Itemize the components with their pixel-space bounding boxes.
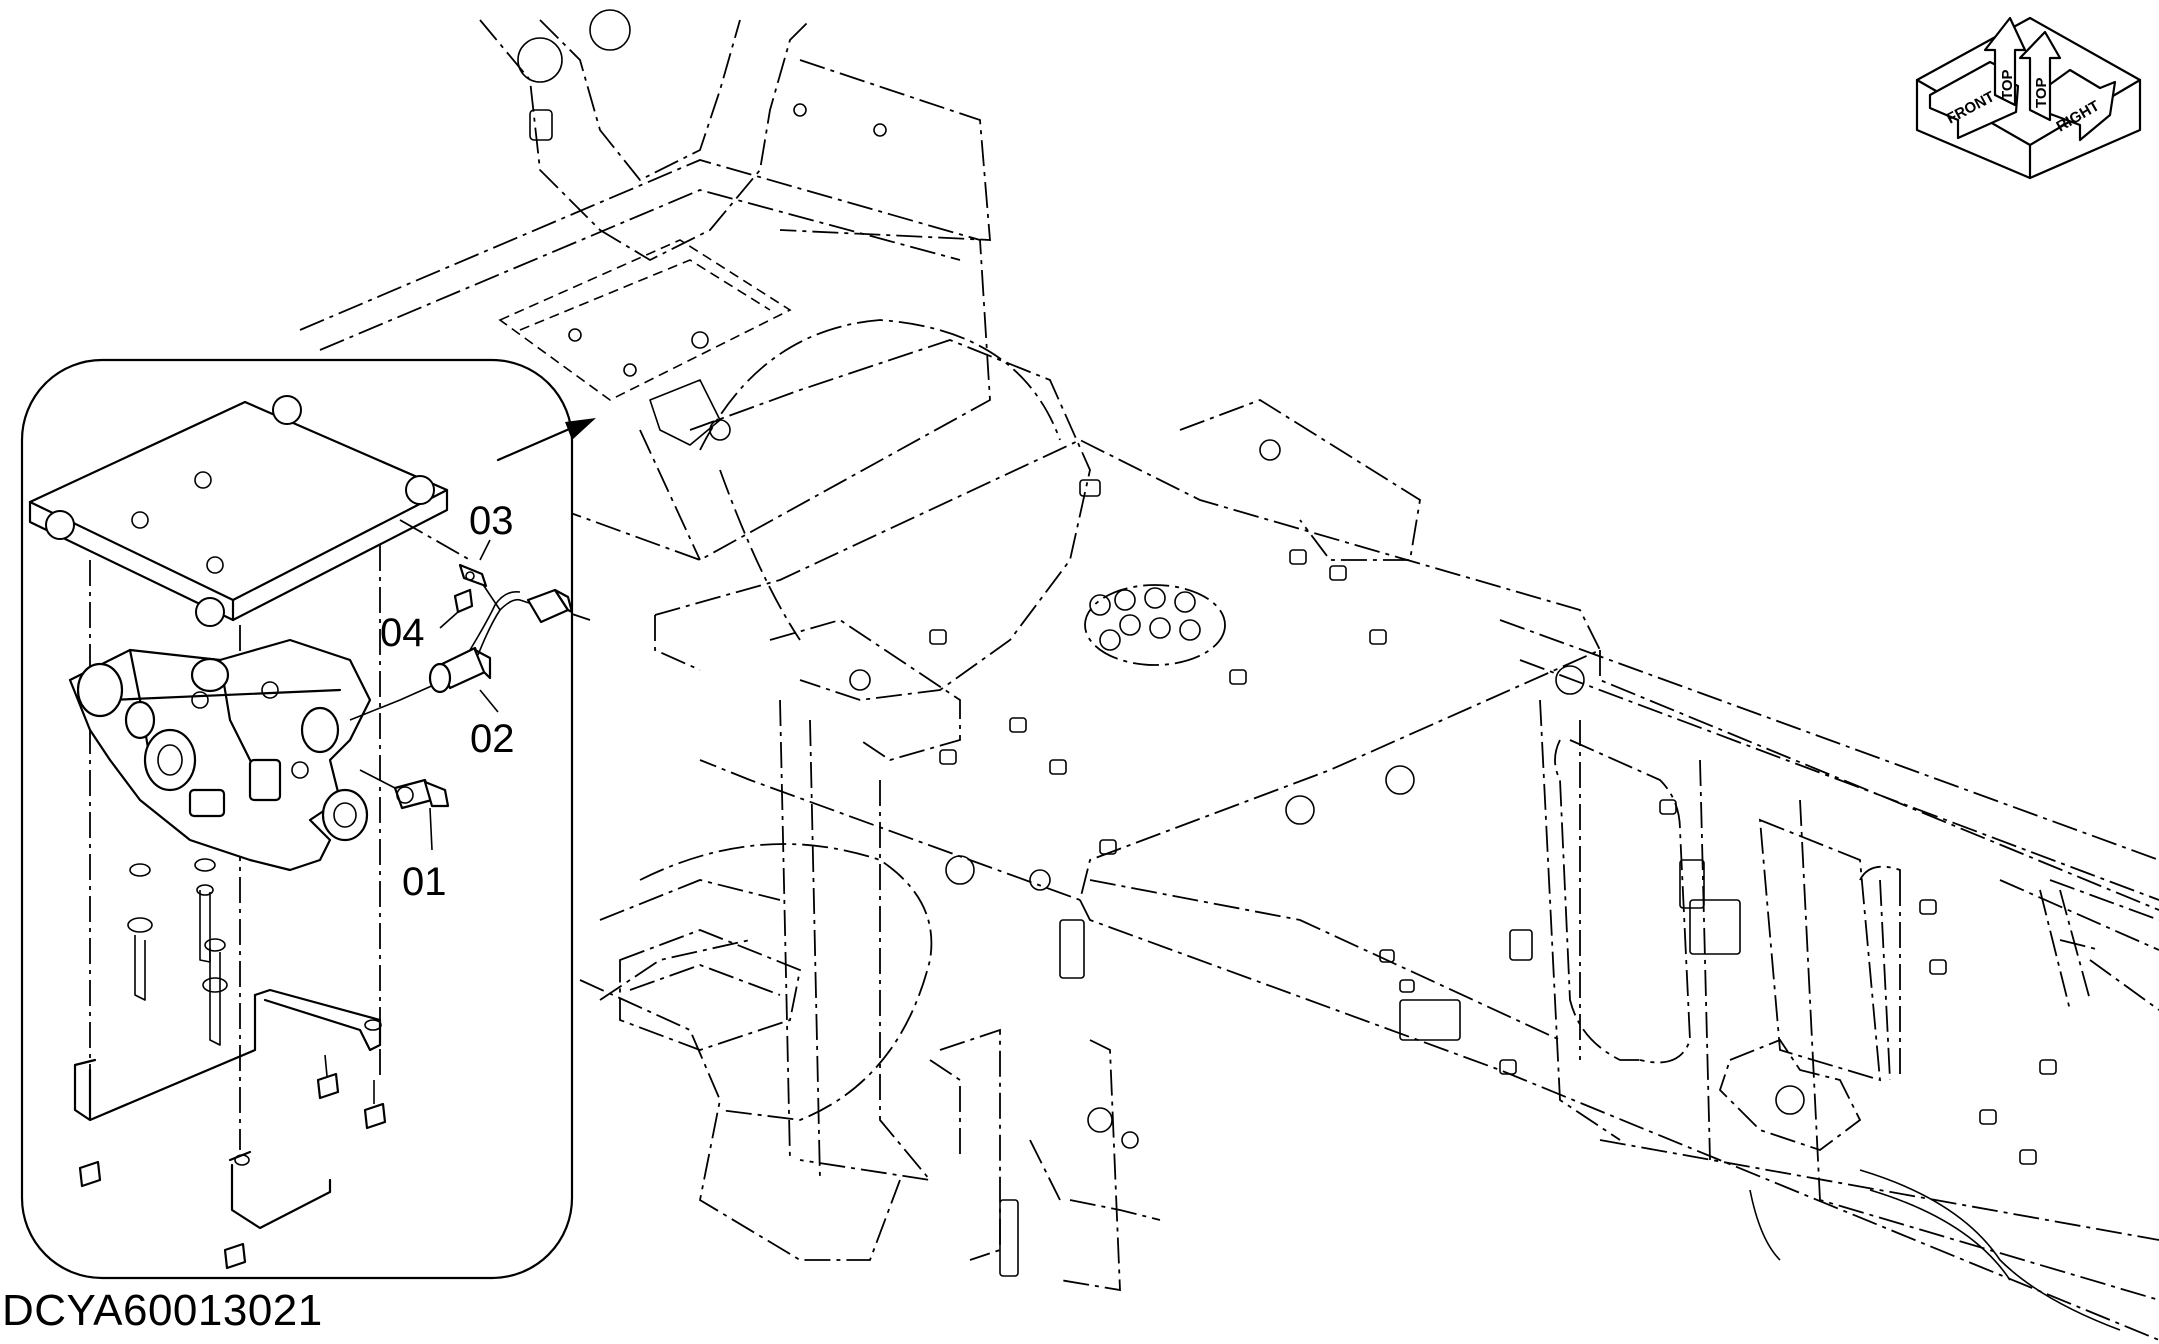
solenoid-valve (68, 638, 446, 872)
sensor-02 (428, 646, 499, 713)
mounting-plate (28, 395, 471, 1150)
callout-label-01: 01 (402, 860, 447, 904)
wire-harness (458, 563, 574, 656)
orientation-top-right: TOP (2033, 77, 2050, 108)
callout-label-02: 02 (470, 717, 515, 761)
pressure-sensor-01 (359, 769, 450, 851)
drawing-id-label: DCYA60013021 (2, 1286, 323, 1335)
callout-label-03: 03 (469, 499, 514, 543)
orientation-top-left: TOP (1999, 69, 2016, 100)
lower-screws (78, 1054, 387, 1270)
screw-04 (439, 588, 474, 629)
frame-assembly (299, 9, 2159, 1341)
callout-label-04: 04 (380, 611, 425, 655)
lower-bracket (73, 988, 382, 1230)
mounting-bolts (127, 858, 228, 1046)
leader-03 (479, 539, 491, 561)
orientation-indicator: FRONT RIGHT TOP TOP (1915, 16, 2142, 180)
